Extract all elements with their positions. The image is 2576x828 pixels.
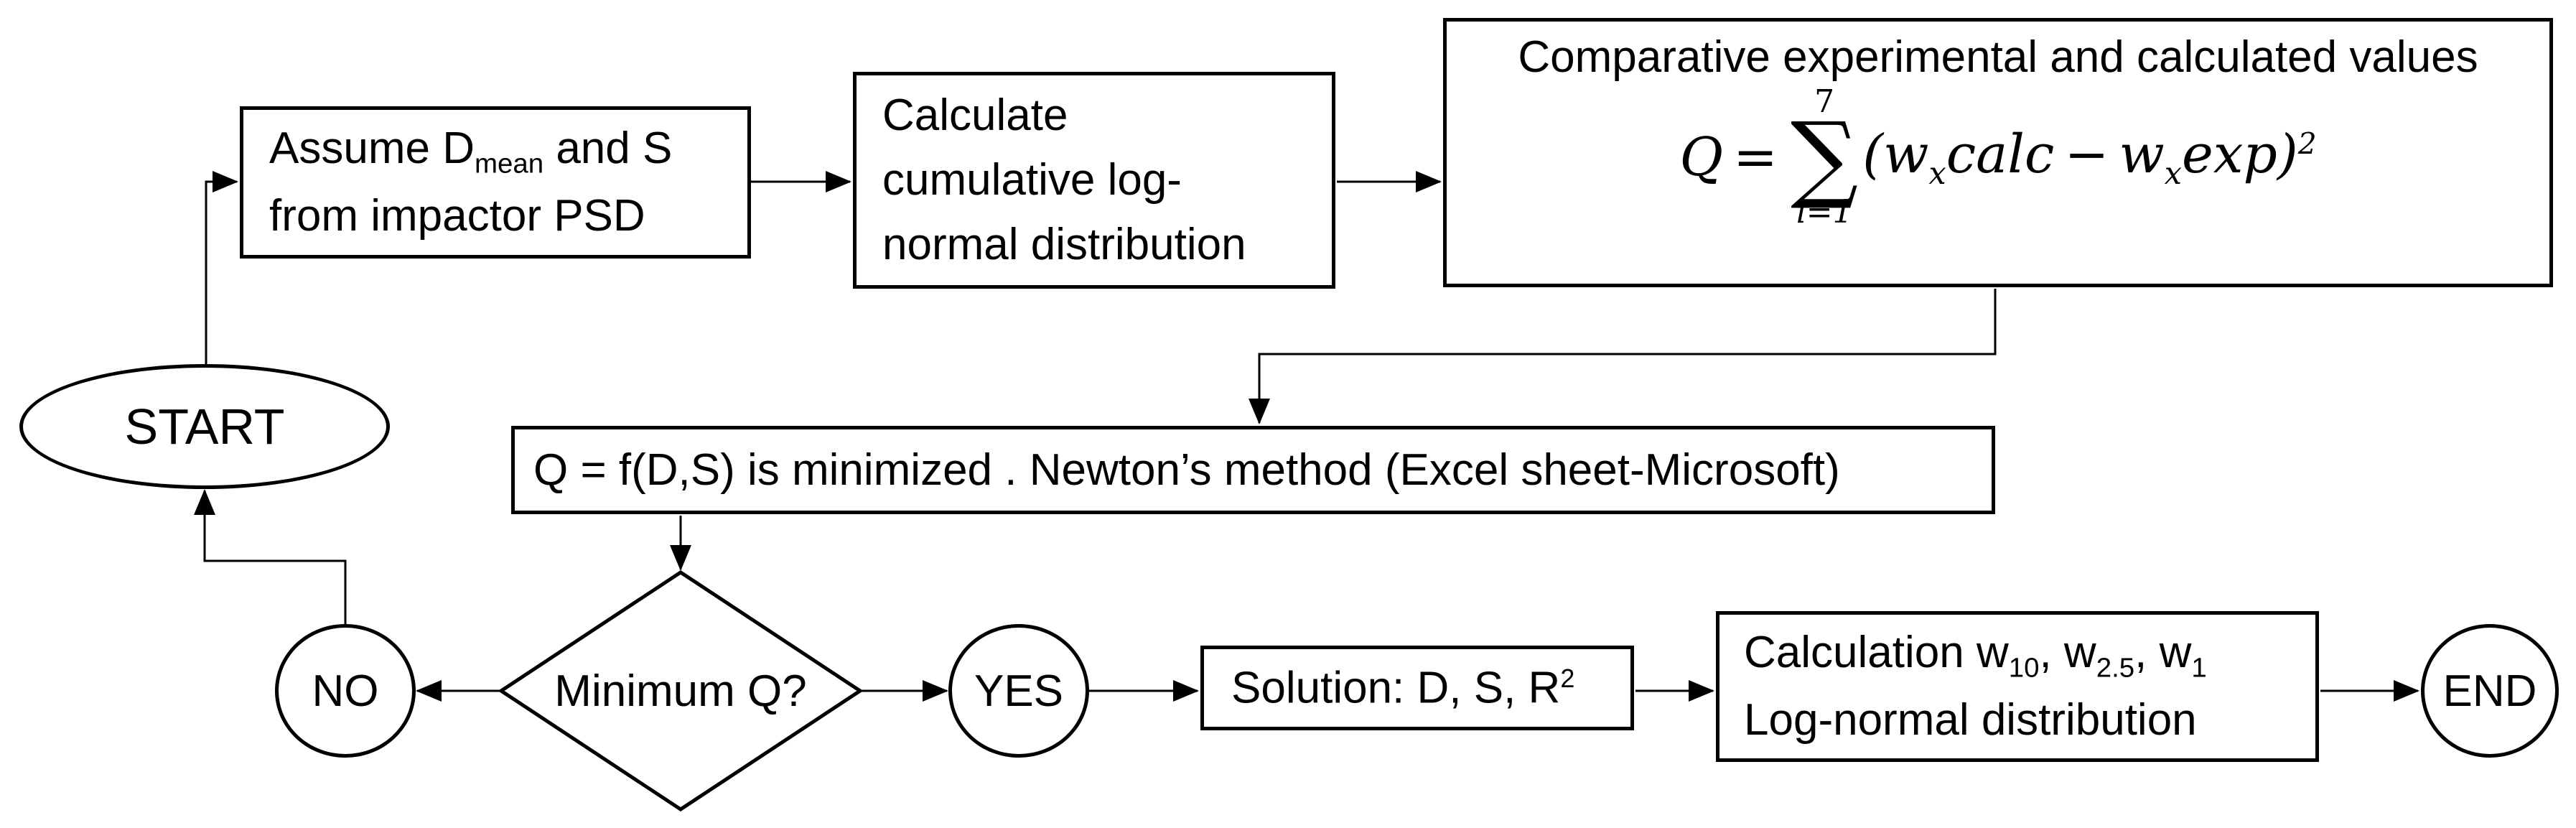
start-label: START bbox=[124, 399, 285, 455]
yes-label: YES bbox=[974, 666, 1064, 716]
edge-comparative-to-minimize bbox=[1249, 289, 1997, 424]
edge-no-to-start bbox=[194, 489, 347, 624]
formula-equals: = bbox=[1733, 126, 1778, 189]
sum-lower-limit: i=1 bbox=[1796, 194, 1853, 231]
solution-process-box: Solution: D, S, R2 bbox=[1200, 646, 1634, 730]
formula-expression: (wxcalc−wxexp)2 bbox=[1862, 123, 2317, 192]
summation-symbol: 7 ∑ i=1 bbox=[1791, 85, 1858, 230]
end-terminal: END bbox=[2421, 624, 2559, 758]
calculation-text: Calculation w10, w2.5, w1 Log-normal dis… bbox=[1744, 620, 2315, 753]
edge-start-to-assume bbox=[205, 171, 238, 364]
minimize-text: Q = f(D,S) is minimized . Newton’s metho… bbox=[533, 445, 1840, 495]
decision-diamond-shape bbox=[498, 570, 864, 811]
assume-line1: Assume Dmean and S bbox=[269, 123, 673, 180]
no-terminal: NO bbox=[275, 624, 416, 758]
assume-line2: from impactor PSD bbox=[269, 191, 645, 241]
calculation-process-box: Calculation w10, w2.5, w1 Log-normal dis… bbox=[1716, 611, 2319, 762]
calculation-line2: Log-normal distribution bbox=[1744, 695, 2197, 745]
q-sum-formula: Q = 7 ∑ i=1 (wxcalc−wxexp)2 bbox=[1447, 85, 2549, 230]
end-label: END bbox=[2442, 666, 2537, 716]
calculate-line2: cumulative log- bbox=[882, 155, 1182, 205]
decision-label: Minimum Q? bbox=[554, 666, 807, 716]
no-label: NO bbox=[312, 666, 379, 716]
assume-text: Assume Dmean and S from impactor PSD bbox=[269, 116, 747, 248]
sum-upper-limit: 7 bbox=[1814, 83, 1835, 120]
comparative-process-box: Comparative experimental and calculated … bbox=[1443, 18, 2553, 287]
calculation-line1: Calculation w10, w2.5, w1 bbox=[1744, 627, 2207, 684]
assume-process-box: Assume Dmean and S from impactor PSD bbox=[240, 106, 751, 259]
formula-lhs: Q bbox=[1679, 126, 1724, 189]
calculate-text: Calculate cumulative log- normal distrib… bbox=[882, 83, 1332, 277]
minimize-process-box: Q = f(D,S) is minimized . Newton’s metho… bbox=[511, 426, 1995, 514]
solution-text: Solution: D, S, R2 bbox=[1231, 663, 1575, 713]
calculate-process-box: Calculate cumulative log- normal distrib… bbox=[853, 72, 1335, 289]
sigma-glyph: ∑ bbox=[1791, 102, 1859, 213]
yes-terminal: YES bbox=[948, 624, 1089, 758]
comparative-title: Comparative experimental and calculated … bbox=[1518, 32, 2478, 82]
start-terminal: START bbox=[19, 364, 390, 489]
calculate-line1: Calculate bbox=[882, 90, 1068, 141]
calculate-line3: normal distribution bbox=[882, 219, 1246, 269]
